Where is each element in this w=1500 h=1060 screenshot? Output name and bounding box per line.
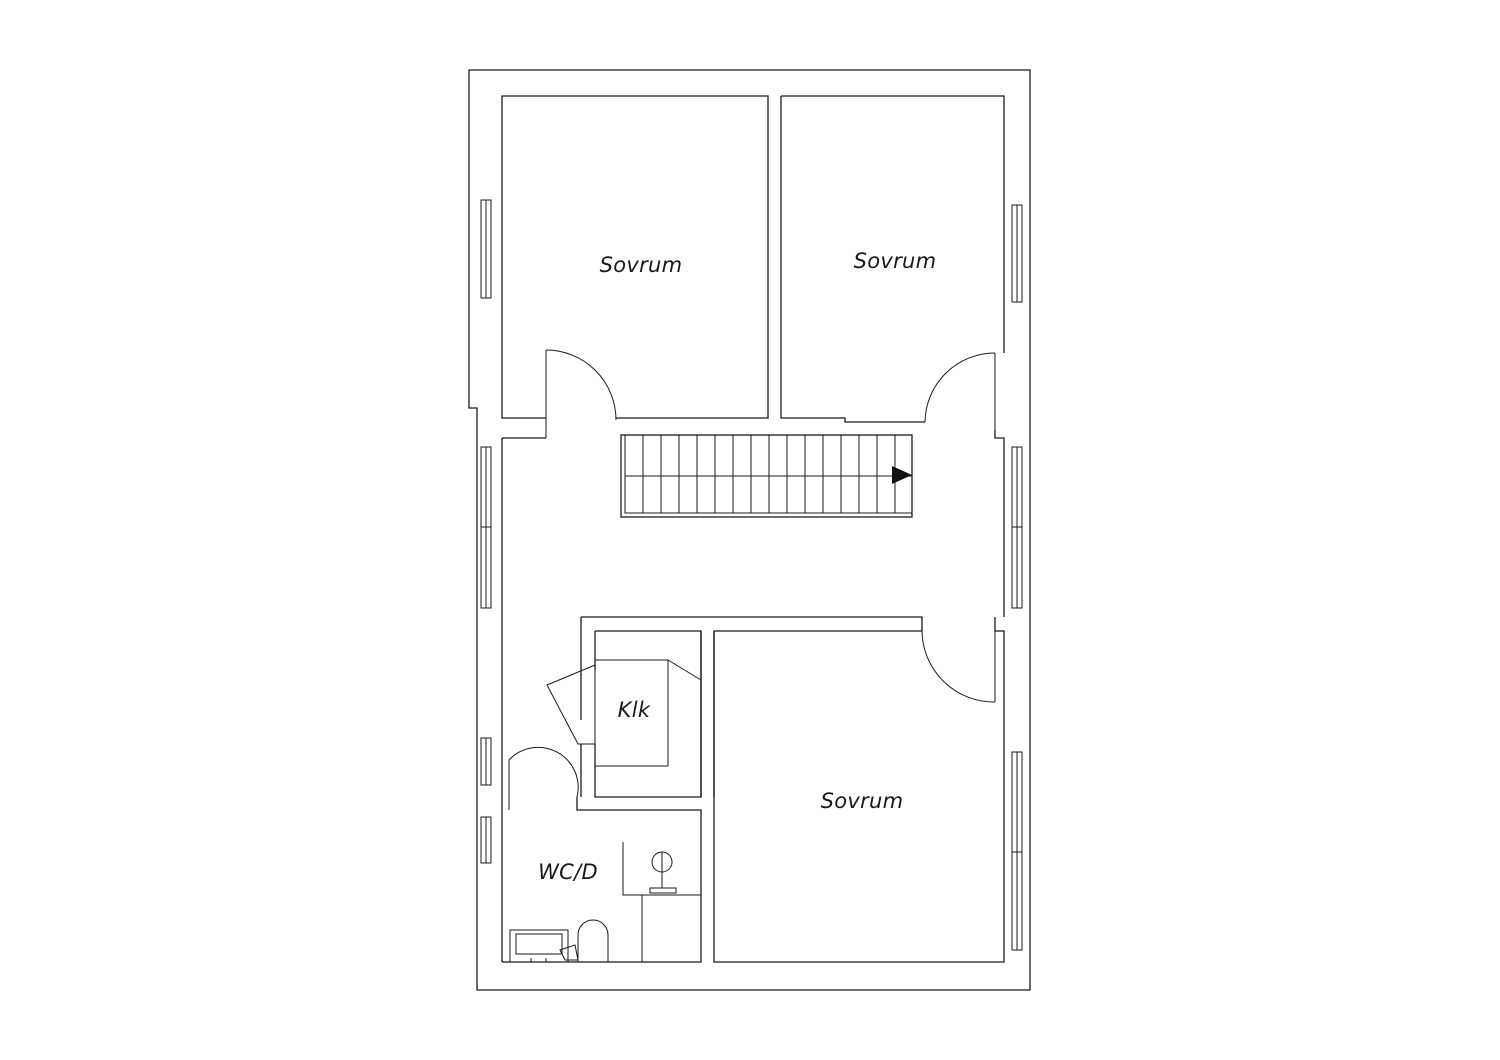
room-label-closet: Klk	[617, 698, 651, 722]
shower-icon	[649, 851, 677, 894]
stair-direction-arrow-icon	[892, 466, 912, 484]
closet-walls	[546, 617, 715, 798]
door-bedroom-top-right	[924, 352, 996, 438]
door-bedroom-bottom	[921, 630, 996, 703]
bathroom-walls	[502, 746, 702, 963]
room-label-bedroom-bottom: Sovrum	[820, 789, 904, 813]
outer-wall	[468, 69, 1031, 991]
room-label-bathroom: WC/D	[538, 860, 598, 884]
staircase	[620, 434, 913, 518]
bedroom-top-right-walls	[780, 95, 1005, 423]
room-label-bedroom-top-right: Sovrum	[853, 249, 937, 273]
sink-icon	[509, 929, 569, 963]
bedroom-top-left-walls	[501, 95, 769, 419]
room-label-bedroom-top-left: Sovrum	[599, 253, 683, 277]
toilet-icon	[559, 919, 609, 963]
door-bedroom-top-left	[545, 349, 617, 438]
windows	[480, 199, 1023, 951]
